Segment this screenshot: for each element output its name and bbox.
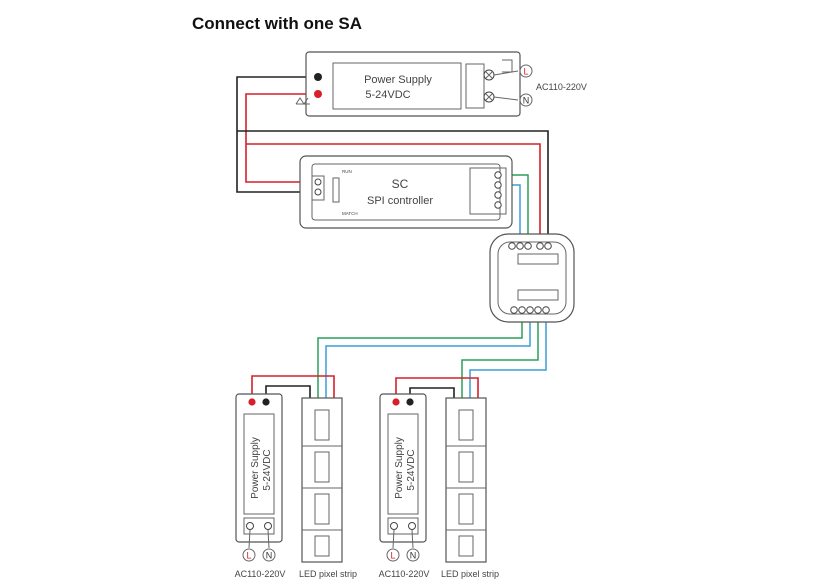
psu-right-neutral-symbol: N — [410, 551, 417, 561]
power-supply-left: Power Supply 5-24VDC L N AC110-220V — [235, 393, 286, 579]
controller-match-label: MATCH — [342, 211, 358, 216]
wire-data-blue-out-right — [469, 314, 547, 398]
strip-right-label: LED pixel strip — [441, 569, 499, 579]
wire-data-green-out-right — [461, 314, 539, 398]
wire-left-psu-negative — [265, 385, 311, 400]
power-supply-right: Power Supply 5-24VDC L N AC110-220V — [379, 393, 430, 579]
psu-right-line1: Power Supply — [394, 437, 405, 499]
psu-top-neutral-symbol: N — [523, 96, 530, 106]
psu-left-live-symbol: L — [246, 551, 251, 561]
psu-right-live-symbol: L — [390, 551, 395, 561]
wire-psu-negative — [236, 76, 318, 193]
pcb-led-segment-icon — [314, 409, 330, 557]
psu-left-neutral-symbol: N — [266, 551, 273, 561]
psu-right-positive-terminal — [392, 398, 400, 406]
wire-data-green-out-left — [317, 314, 523, 398]
wires — [236, 76, 549, 400]
led-strip-left: LED pixel strip — [299, 397, 357, 579]
controller-line2: SPI controller — [367, 195, 433, 207]
psu-left-ac-label: AC110-220V — [235, 569, 286, 579]
power-supply-top: Power Supply 5-24VDC L N AC110-220V — [295, 51, 587, 117]
signal-amplifier — [489, 233, 575, 323]
pcb-led-segment-icon — [458, 409, 474, 557]
psu-left-negative-terminal — [262, 398, 270, 406]
strip-left-label: LED pixel strip — [299, 569, 357, 579]
psu-left-positive-terminal — [248, 398, 256, 406]
psu-top-negative-terminal — [314, 73, 322, 81]
diagram-title: Connect with one SA — [192, 14, 362, 33]
wire-left-psu-positive — [251, 375, 335, 400]
wire-data-green-in — [506, 174, 529, 243]
wire-black-to-amplifier — [237, 130, 549, 243]
wire-right-psu-positive — [395, 377, 479, 400]
controller-line1: SC — [392, 177, 409, 191]
psu-right-ac-label: AC110-220V — [379, 569, 430, 579]
amplifier-input-terminals — [508, 242, 552, 250]
live-terminal-icon — [519, 64, 533, 78]
psu-top-line1: Power Supply — [364, 74, 432, 86]
psu-right-line2: 5-24VDC — [406, 449, 417, 490]
amplifier-output-terminals — [510, 306, 550, 314]
wire-psu-positive — [245, 93, 318, 183]
spi-controller: SC SPI controller RUN MATCH — [299, 155, 513, 229]
psu-top-positive-terminal — [314, 90, 322, 98]
wire-red-to-amplifier — [246, 143, 541, 243]
psu-left-line2: 5-24VDC — [262, 449, 273, 490]
psu-right-negative-terminal — [406, 398, 414, 406]
psu-top-live-symbol: L — [523, 67, 528, 77]
psu-top-line2: 5-24VDC — [365, 89, 410, 101]
wire-data-blue-out-left — [325, 314, 531, 398]
led-strip-right: LED pixel strip — [441, 397, 499, 579]
psu-left-line1: Power Supply — [250, 437, 261, 499]
controller-run-label: RUN — [342, 169, 352, 174]
screw-terminal-icon — [483, 69, 495, 103]
psu-top-ac-label: AC110-220V — [536, 82, 587, 92]
neutral-terminal-icon — [519, 93, 533, 107]
